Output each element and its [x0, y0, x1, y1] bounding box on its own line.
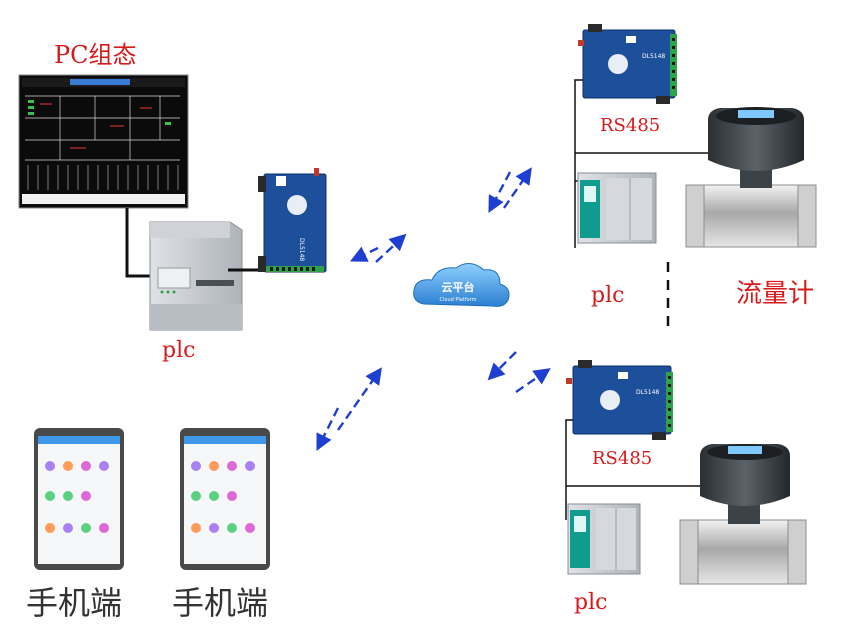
label-flowmeter: 流量计	[736, 279, 814, 309]
label-pc-config: PC组态	[54, 41, 137, 69]
monitor-icon	[18, 74, 189, 209]
gateway-model: DL5148	[636, 389, 659, 396]
gateway-icon: DL5148	[566, 360, 673, 440]
plc-icon	[149, 221, 243, 331]
gateway-model: DL5148	[298, 238, 305, 261]
plc-icon	[567, 503, 641, 575]
rs485-wiring-bottom	[565, 419, 700, 520]
label-rs485-bottom: RS485	[592, 448, 652, 469]
plc-icon	[577, 172, 657, 244]
flowmeter-icon	[685, 107, 817, 248]
phone-icon	[34, 428, 124, 570]
monitor-plc-cable	[125, 208, 150, 278]
gateway-model: DL5148	[642, 53, 665, 60]
label-rs485-top: RS485	[600, 115, 660, 136]
wireless-arrow-icon	[316, 167, 551, 452]
cloud-subtitle: Cloud Platform	[440, 297, 477, 303]
phone-icon	[180, 428, 270, 570]
label-plc-left: plc	[162, 338, 195, 363]
label-mobile-2: 手机端	[172, 584, 268, 622]
gateway-icon: DL5148	[578, 24, 677, 104]
label-plc-bottom-right: plc	[574, 590, 607, 615]
cloud-name: 云平台	[442, 280, 475, 294]
gateway-icon: DL5148	[258, 168, 327, 273]
cloud-icon: 云平台 Cloud Platform	[413, 263, 510, 307]
label-mobile-1: 手机端	[26, 584, 122, 622]
flowmeter-icon	[679, 444, 807, 585]
label-plc-top-right: plc	[591, 283, 624, 308]
